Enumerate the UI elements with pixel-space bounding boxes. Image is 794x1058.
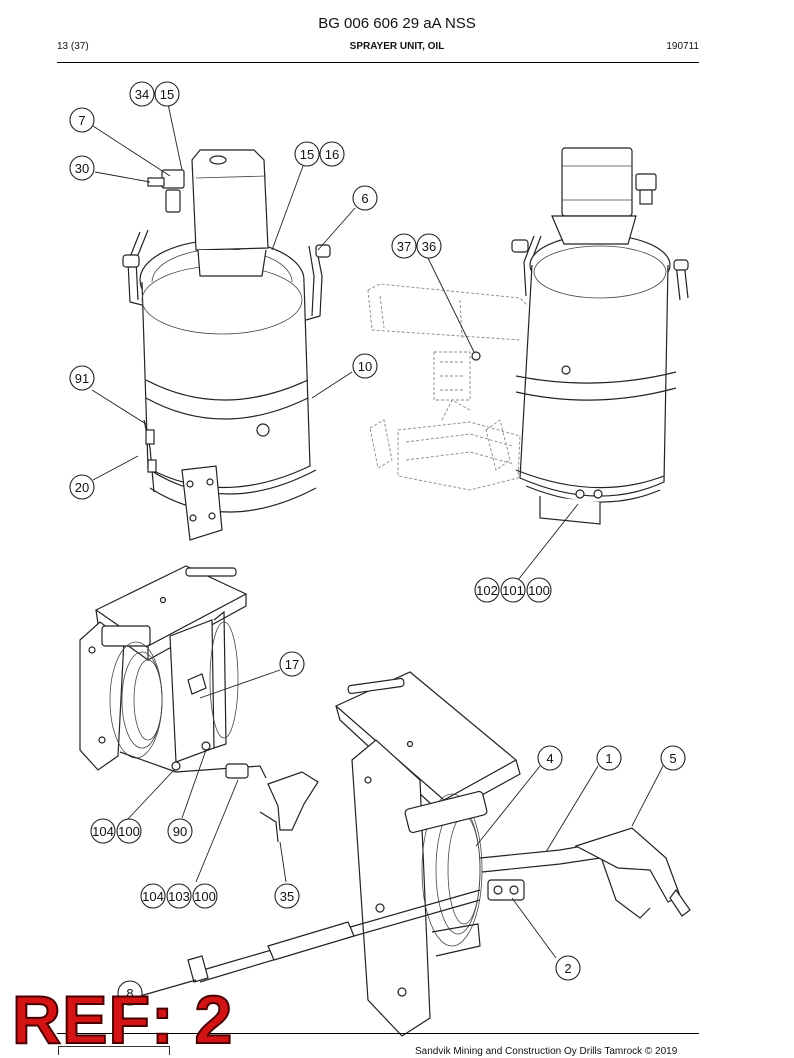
- svg-text:37: 37: [397, 239, 411, 254]
- callout-1: 1: [596, 745, 622, 771]
- callout-15: 15: [154, 81, 180, 107]
- svg-text:2: 2: [564, 961, 571, 976]
- callout-100: 100: [116, 818, 142, 844]
- callout-91: 91: [69, 365, 95, 391]
- svg-text:15: 15: [300, 147, 314, 162]
- svg-text:102: 102: [476, 583, 498, 598]
- svg-text:90: 90: [173, 824, 187, 839]
- oil-sprayer-unit: [122, 149, 331, 541]
- callout-103: 103: [166, 883, 192, 909]
- svg-text:100: 100: [118, 824, 140, 839]
- svg-text:91: 91: [75, 371, 89, 386]
- svg-text:8: 8: [126, 986, 133, 1001]
- callout-104: 104: [140, 883, 166, 909]
- document-code: BG 006 606 29 aA NSS: [318, 15, 476, 32]
- svg-text:20: 20: [75, 480, 89, 495]
- page-title: SPRAYER UNIT, OIL: [349, 41, 445, 52]
- callout-17: 17: [279, 651, 305, 677]
- oil-sprayer-rear-view: [471, 147, 689, 525]
- callout-90: 90: [167, 818, 193, 844]
- svg-text:35: 35: [280, 889, 294, 904]
- svg-text:10: 10: [358, 359, 372, 374]
- callout-10: 10: [352, 353, 378, 379]
- footer-rule: [57, 1033, 699, 1034]
- callout-104: 104: [90, 818, 116, 844]
- callout-101: 101: [500, 577, 526, 603]
- svg-text:34: 34: [135, 87, 149, 102]
- hose-reel-unit: [79, 565, 319, 843]
- callout-2: 2: [555, 955, 581, 981]
- leader-lines: [91, 103, 664, 959]
- svg-text:15: 15: [160, 87, 174, 102]
- callout-16: 16: [319, 141, 345, 167]
- callout-102: 102: [474, 577, 500, 603]
- svg-text:17: 17: [285, 657, 299, 672]
- callout-36: 36: [416, 233, 442, 259]
- callout-100: 100: [526, 577, 552, 603]
- callout-15: 15: [294, 141, 320, 167]
- header-rule: [57, 62, 699, 63]
- svg-text:103: 103: [168, 889, 190, 904]
- company-logo: [58, 1046, 170, 1055]
- svg-text:5: 5: [669, 751, 676, 766]
- callout-37: 37: [391, 233, 417, 259]
- svg-text:100: 100: [194, 889, 216, 904]
- revision-date: 190711: [666, 41, 699, 52]
- mounting-bracket-outline: [367, 283, 529, 491]
- page-number: 13 (37): [57, 41, 89, 52]
- svg-text:36: 36: [422, 239, 436, 254]
- svg-text:104: 104: [142, 889, 164, 904]
- svg-text:1: 1: [605, 751, 612, 766]
- svg-text:7: 7: [78, 113, 85, 128]
- hose-reel-with-lance: [139, 671, 691, 1037]
- svg-text:4: 4: [546, 751, 553, 766]
- callout-5: 5: [660, 745, 686, 771]
- callout-6: 6: [352, 185, 378, 211]
- callout-8: 8: [117, 980, 143, 1006]
- callout-4: 4: [537, 745, 563, 771]
- callout-7: 7: [69, 107, 95, 133]
- svg-text:30: 30: [75, 161, 89, 176]
- footer-copyright: Sandvik Mining and Construction Oy Drill…: [415, 1046, 678, 1057]
- callout-30: 30: [69, 155, 95, 181]
- svg-text:6: 6: [361, 191, 368, 206]
- callout-20: 20: [69, 474, 95, 500]
- svg-text:101: 101: [502, 583, 524, 598]
- ref-stamp: REF: 2: [11, 982, 234, 1058]
- callout-100: 100: [192, 883, 218, 909]
- svg-text:16: 16: [325, 147, 339, 162]
- svg-text:104: 104: [92, 824, 114, 839]
- callout-34: 34: [129, 81, 155, 107]
- callout-35: 35: [274, 883, 300, 909]
- svg-text:100: 100: [528, 583, 550, 598]
